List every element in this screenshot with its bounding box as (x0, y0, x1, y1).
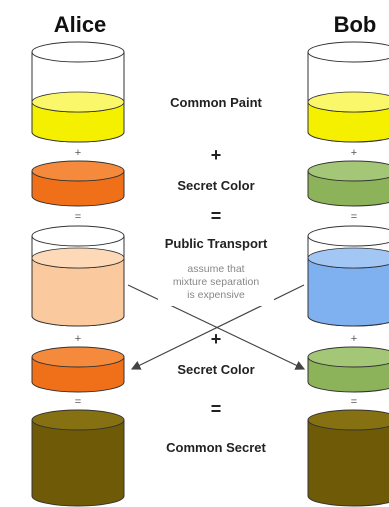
note-line-1: assume that (187, 263, 244, 275)
label-secret-color-1: Secret Color (177, 178, 254, 193)
bob-equals-2: = (351, 396, 357, 408)
bob-cylinder-common-secret (307, 409, 389, 507)
bob-plus-2: + (351, 333, 357, 345)
bob-jar-mixture (307, 225, 389, 327)
alice-plus-1: + (75, 147, 81, 159)
alice-equals-1: = (75, 211, 81, 223)
alice-disc-secret-color-1 (31, 160, 125, 207)
bob-plus-1: + (351, 147, 357, 159)
label-public-transport: Public Transport (165, 236, 268, 251)
note-line-2: mixture separation (173, 276, 260, 288)
label-common-paint: Common Paint (170, 95, 262, 110)
bob-jar-common-paint (307, 41, 389, 143)
alice-jar-common-paint (31, 41, 125, 143)
operator-equals-1: = (211, 206, 222, 226)
alice-header: Alice (54, 12, 107, 37)
operator-plus-1: + (211, 145, 222, 165)
alice-cylinder-common-secret (31, 409, 125, 507)
note-line-3: is expensive (187, 289, 245, 301)
alice-jar-mixture (31, 225, 125, 327)
note-backdrop (158, 260, 274, 306)
label-secret-color-2: Secret Color (177, 362, 254, 377)
bob-disc-secret-color-2 (307, 346, 389, 393)
label-common-secret: Common Secret (166, 440, 266, 455)
operator-plus-2: + (211, 329, 222, 349)
alice-disc-secret-color-2 (31, 346, 125, 393)
bob-disc-secret-color-1 (307, 160, 389, 207)
bob-equals-1: = (351, 211, 357, 223)
arrow-bob-mix-to-alice (130, 284, 305, 370)
bob-header: Bob (334, 12, 377, 37)
operator-equals-2: = (211, 399, 222, 419)
arrow-alice-mix-to-bob (127, 284, 306, 370)
alice-plus-2: + (75, 333, 81, 345)
alice-equals-2: = (75, 396, 81, 408)
